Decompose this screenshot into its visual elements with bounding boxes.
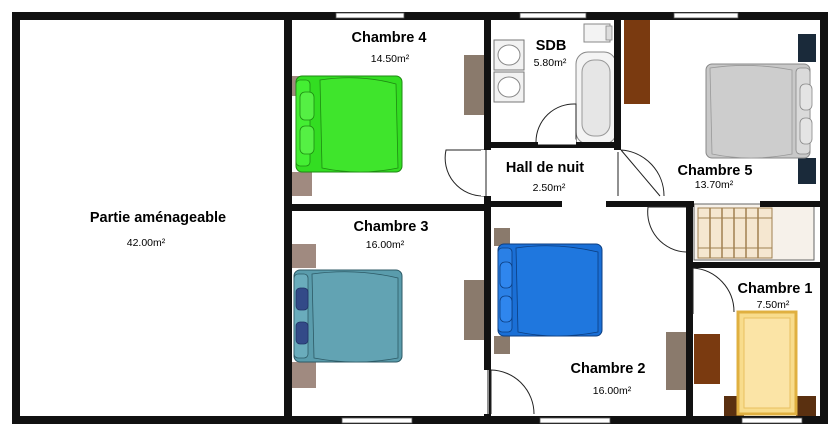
bathroom-fixtures xyxy=(493,23,617,145)
windows xyxy=(335,12,803,424)
bedroom4-area: 14.50m² xyxy=(371,53,410,65)
bedroom1-area: 7.50m² xyxy=(757,299,790,311)
bedroom2-furniture xyxy=(494,228,686,390)
bathroom-name: SDB xyxy=(536,38,567,54)
nightstand xyxy=(798,158,816,184)
bedroom5-name: Chambre 5 xyxy=(678,163,753,179)
wardrobe xyxy=(624,20,650,104)
nightstand xyxy=(798,34,816,62)
nightstand xyxy=(290,172,312,196)
nightstand xyxy=(494,336,510,354)
hall-area: 2.50m² xyxy=(533,182,566,194)
room-labels: Partie aménageable 42.00m² Chambre 4 14.… xyxy=(90,30,813,397)
wardrobe xyxy=(464,280,486,340)
bedroom4-furniture xyxy=(290,55,486,196)
bedroom5-area: 13.70m² xyxy=(695,179,734,191)
bathroom-area: 5.80m² xyxy=(534,57,567,69)
bedroom2-area: 16.00m² xyxy=(593,385,632,397)
bedroom2-name: Chambre 2 xyxy=(571,361,646,377)
nightstand xyxy=(290,362,316,388)
bedroom4-name: Chambre 4 xyxy=(352,30,427,46)
bedroom3-area: 16.00m² xyxy=(366,239,405,251)
attic-name: Partie aménageable xyxy=(90,210,226,226)
wardrobe xyxy=(464,55,486,115)
walls xyxy=(12,12,828,424)
attic-area: 42.00m² xyxy=(127,237,166,249)
bedroom3-name: Chambre 3 xyxy=(354,219,429,235)
wardrobe xyxy=(666,332,686,390)
bedroom3-furniture xyxy=(290,244,486,388)
bedroom1-furniture xyxy=(694,310,816,416)
nightstand xyxy=(494,228,510,246)
bedroom5-furniture xyxy=(624,20,816,184)
desk xyxy=(694,334,720,384)
doors xyxy=(444,103,735,415)
bedroom1-name: Chambre 1 xyxy=(738,281,813,297)
nightstand xyxy=(290,244,316,268)
staircase xyxy=(693,203,815,261)
hall-name: Hall de nuit xyxy=(506,160,584,176)
